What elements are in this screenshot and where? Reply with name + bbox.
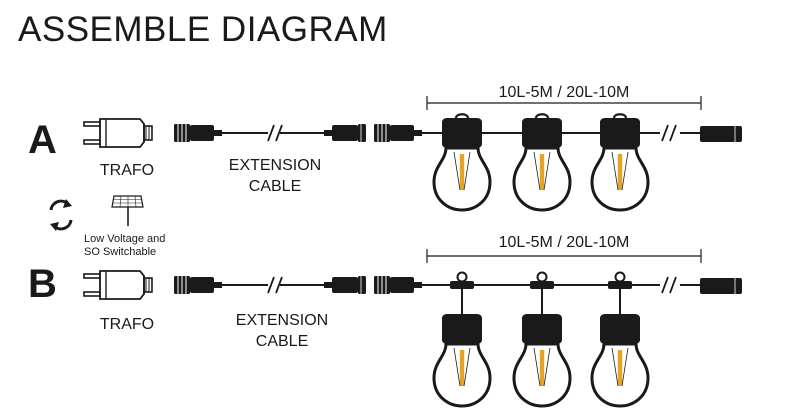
row-b-extension-label-1: EXTENSION xyxy=(235,312,329,329)
row-a-trafo-label: TRAFO xyxy=(99,162,155,179)
row-b-trafo-label: TRAFO xyxy=(99,316,155,333)
row-a-connector-3-icon xyxy=(373,123,423,143)
row-a-plug-icon xyxy=(83,118,153,148)
swap-arrows-icon xyxy=(49,199,73,231)
row-b-assembly xyxy=(83,249,742,408)
row-a-bulb-2-icon xyxy=(512,113,572,212)
row-b-break-2-icon xyxy=(661,276,677,294)
row-b-span-label: 10L-5M / 20L-10M xyxy=(498,234,630,251)
row-b-connector-2-icon xyxy=(323,275,367,295)
switch-note-line-2: SO Switchable xyxy=(84,246,157,258)
row-a-span-label: 10L-5M / 20L-10M xyxy=(498,84,630,101)
row-b-break-1-icon xyxy=(267,276,283,294)
row-b-label: B xyxy=(28,262,57,306)
row-a-bulb-3-icon xyxy=(590,113,650,212)
row-a-end-cap-icon xyxy=(700,126,742,142)
diagram-title: ASSEMBLE DIAGRAM xyxy=(18,10,388,49)
row-a-connector-1-icon xyxy=(173,123,223,143)
row-b-connector-3-icon xyxy=(373,275,423,295)
row-b-extension-label-2: CABLE xyxy=(255,333,309,350)
row-a-extension-label-2: CABLE xyxy=(248,178,302,195)
switch-note-line-1: Low Voltage and xyxy=(84,233,166,245)
row-a-span-bracket xyxy=(426,96,702,110)
row-b-end-cap-icon xyxy=(700,278,742,294)
row-b-bulb-3-icon xyxy=(590,271,650,408)
row-a-bulb-1-icon xyxy=(432,113,492,212)
row-a-connector-2-icon xyxy=(323,123,367,143)
row-a-extension-label-1: EXTENSION xyxy=(228,157,322,174)
row-b-plug-icon xyxy=(83,270,153,300)
row-b-connector-1-icon xyxy=(173,275,223,295)
row-a-break-2-icon xyxy=(661,124,677,142)
row-b-bulb-2-icon xyxy=(512,271,572,408)
row-a-assembly xyxy=(83,96,742,212)
row-a-label: A xyxy=(28,118,57,162)
row-b-bulb-1-icon xyxy=(432,271,492,408)
row-a-break-1-icon xyxy=(267,124,283,142)
solar-panel-icon xyxy=(111,195,144,226)
row-b-span-bracket xyxy=(426,249,702,263)
